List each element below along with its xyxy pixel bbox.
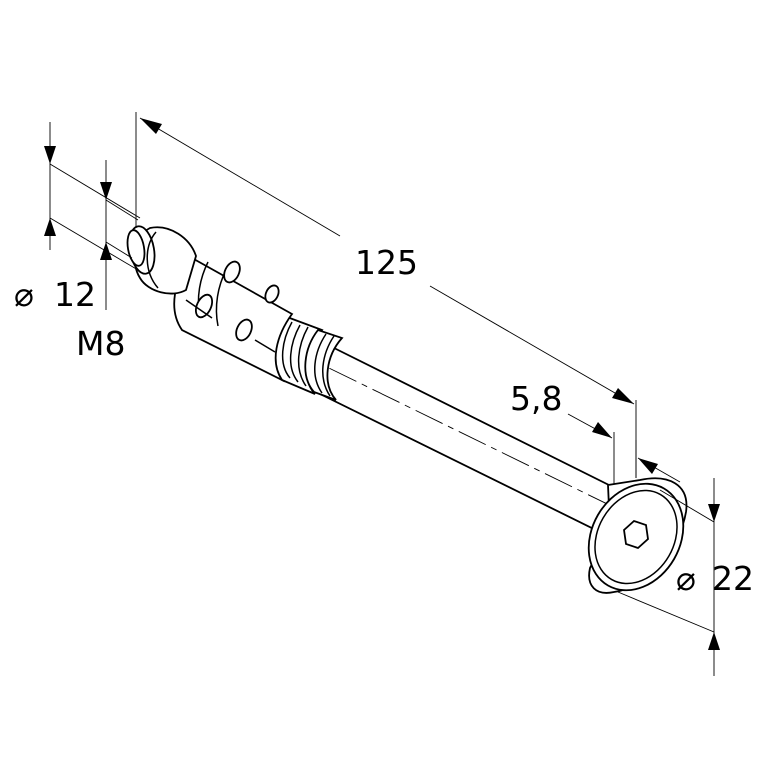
sleeve-diameter-symbol: ⌀	[14, 275, 34, 314]
cone-nut	[126, 225, 197, 295]
hex-socket	[623, 519, 649, 550]
head-diameter-label: 22	[712, 559, 754, 598]
sleeve-diameter-label: 12	[54, 275, 96, 314]
ribbed-collar	[273, 315, 344, 401]
sleeve-body	[310, 344, 627, 537]
dimension-sleeve-diameter	[44, 122, 141, 271]
head-thickness-label: 5,8	[510, 379, 562, 418]
overall-length-label: 125	[355, 243, 418, 282]
dimension-overall-length	[135, 112, 637, 478]
dimension-head-thickness	[567, 413, 681, 484]
expansion-segment	[173, 256, 294, 383]
sleeve-centerline	[199, 304, 641, 521]
thread-size-label: M8	[76, 324, 125, 363]
anchor-part	[126, 225, 688, 594]
dimension-thread	[100, 160, 139, 310]
dimension-head-diameter	[617, 478, 720, 676]
countersunk-head	[587, 477, 688, 594]
head-diameter-symbol: ⌀	[676, 559, 696, 598]
